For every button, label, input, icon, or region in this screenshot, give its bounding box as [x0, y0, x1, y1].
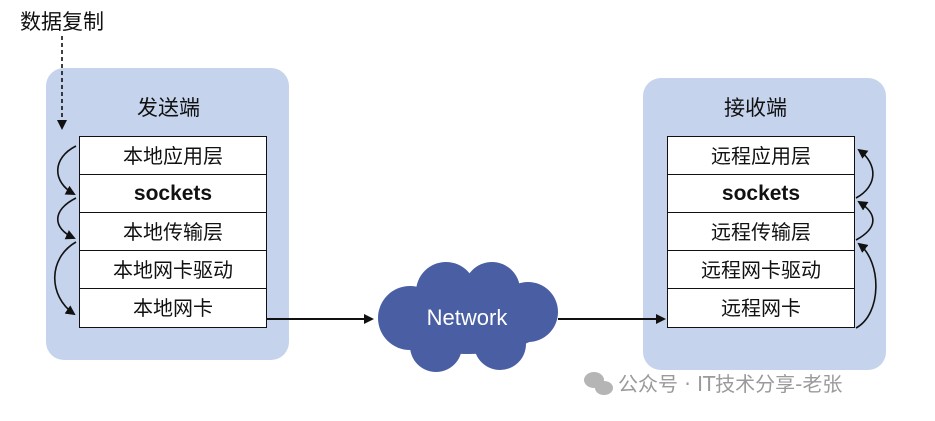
sender-stack: 本地应用层 sockets 本地传输层 本地网卡驱动 本地网卡	[79, 136, 267, 328]
sender-layer-nic: 本地网卡	[133, 296, 213, 320]
receiver-curve-3	[855, 148, 874, 199]
receiver-layer-sockets: sockets	[668, 175, 854, 213]
watermark: 公众号 · IT技术分享-老张	[618, 368, 842, 397]
sender-layer-application: 本地应用层	[80, 137, 266, 175]
sender-title: 发送端	[137, 96, 200, 120]
sender-curve-3	[54, 241, 77, 316]
sender-layer-sockets: sockets	[80, 175, 266, 213]
sender-curve-1	[57, 145, 77, 195]
data-copy-label: 数据复制	[20, 10, 104, 34]
receiver-title: 接收端	[724, 96, 787, 120]
receiver-layer-nic-driver: 远程网卡驱动	[668, 251, 854, 289]
watermark-text: 公众号 · IT技术分享-老张	[618, 372, 843, 396]
sender-layer-nic-driver: 本地网卡驱动	[80, 251, 266, 289]
network-label: Network	[426, 305, 508, 330]
receiver-curve-1	[855, 242, 877, 329]
receiver-layer-application: 远程应用层	[668, 137, 854, 175]
receiver-curve-2	[855, 200, 874, 241]
receiver-layer-transport: 远程传输层	[668, 213, 854, 251]
receiver-layer-nic: 远程网卡	[721, 296, 801, 320]
wechat-icon	[584, 372, 613, 395]
sender-layer-transport: 本地传输层	[80, 213, 266, 251]
receiver-stack: 远程应用层 sockets 远程传输层 远程网卡驱动 远程网卡	[667, 136, 855, 328]
sender-curve-2	[57, 197, 77, 240]
network-cloud	[378, 262, 558, 372]
